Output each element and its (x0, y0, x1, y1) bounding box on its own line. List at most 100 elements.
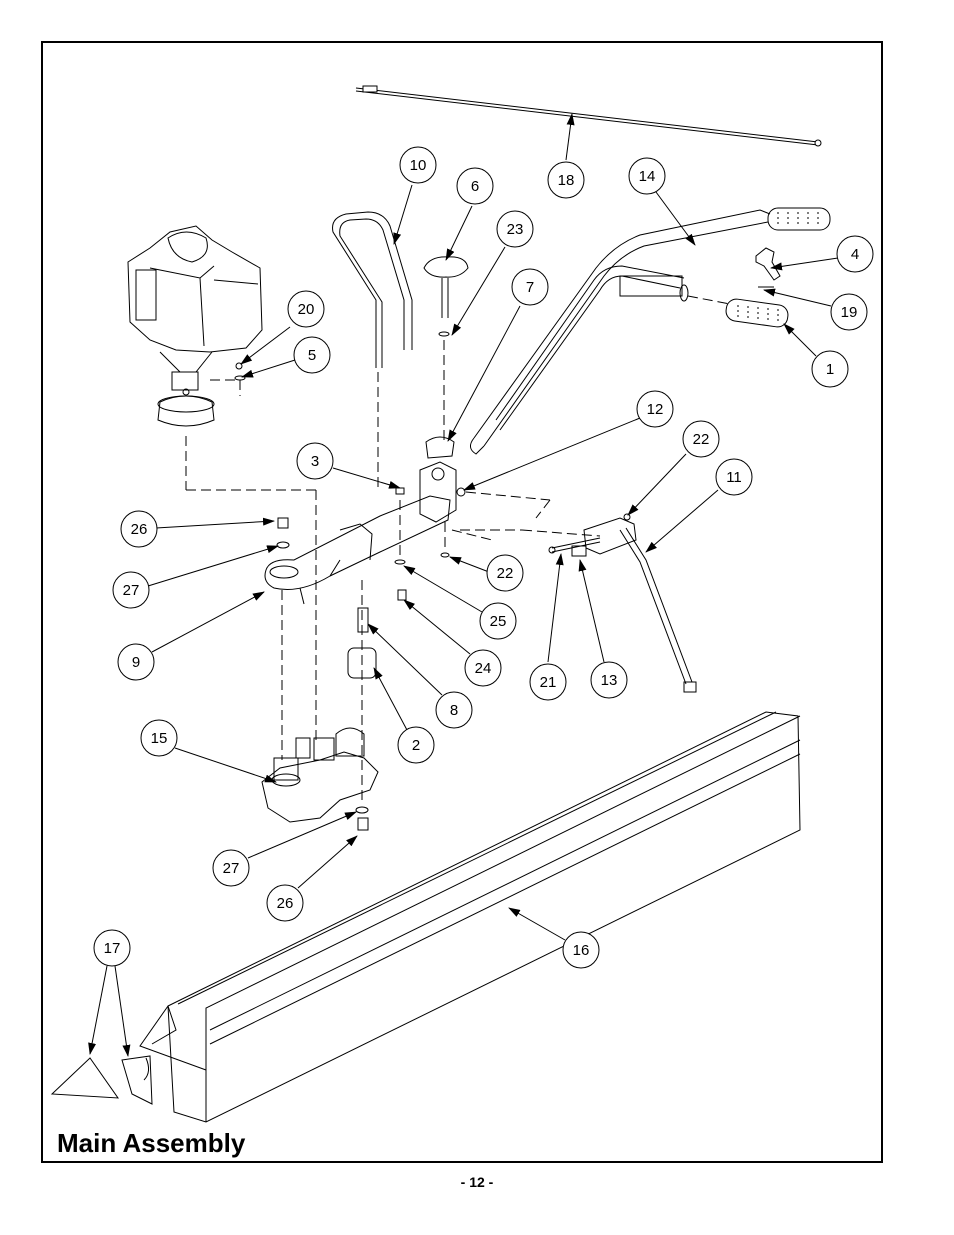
callout-16: 16 (562, 931, 600, 969)
callout-label: 12 (647, 401, 664, 418)
callout-circle (811, 350, 849, 388)
callout-label: 25 (490, 613, 507, 630)
callout-4: 4 (836, 235, 874, 273)
callout-label: 2 (412, 737, 420, 754)
callout-7: 7 (511, 268, 549, 306)
callout-label: 9 (132, 654, 140, 671)
callout-2: 2 (397, 726, 435, 764)
callout-label: 5 (308, 347, 316, 364)
callout-circle (456, 167, 494, 205)
spacer (357, 607, 369, 633)
frame-bracket (264, 495, 451, 605)
callout-circle (836, 235, 874, 273)
page-title: Main Assembly (57, 1128, 246, 1158)
bolt-21 (548, 537, 601, 554)
gear-housing (261, 727, 379, 823)
callout-label: 16 (573, 942, 590, 959)
callout-circle (590, 661, 628, 699)
throttle-cable (355, 85, 822, 147)
callout-3: 3 (296, 442, 334, 480)
callout-label: 14 (639, 168, 656, 185)
callout-label: 13 (601, 672, 618, 689)
callout-10: 10 (399, 146, 437, 184)
callout-label: 15 (151, 730, 168, 747)
callout-label: 20 (298, 301, 315, 318)
bolt-13 (571, 545, 587, 557)
callout-20: 20 (287, 290, 325, 328)
callout-circle (636, 390, 674, 428)
engine (127, 225, 263, 427)
callout-circle (296, 442, 334, 480)
callout-26: 26 (266, 884, 304, 922)
callout-6: 6 (456, 167, 494, 205)
diagram-frame (41, 41, 883, 1163)
callout-circle (212, 849, 250, 887)
callout-circle (830, 293, 868, 331)
callout-circle (486, 554, 524, 592)
callout-circle (397, 726, 435, 764)
main-handle (470, 209, 771, 455)
callout-1: 1 (811, 350, 849, 388)
callout-label: 21 (540, 674, 557, 691)
callout-label: 8 (450, 702, 458, 719)
callout-24: 24 (464, 649, 502, 687)
page-number: - 12 - (460, 1174, 494, 1190)
screed-beam (139, 711, 801, 1123)
fasteners (234, 286, 774, 831)
handle-loop (332, 211, 413, 368)
assembly-lines (185, 295, 731, 800)
callout-26: 26 (120, 510, 158, 548)
callout-23: 23 (496, 210, 534, 248)
callout-18: 18 (547, 161, 585, 199)
callout-11: 11 (715, 458, 753, 496)
callout-circle (140, 719, 178, 757)
callout-circle (511, 268, 549, 306)
callout-27: 27 (212, 849, 250, 887)
callout-circle (266, 884, 304, 922)
callout-label: 22 (693, 431, 710, 448)
callout-label: 18 (558, 172, 575, 189)
callout-label: 4 (851, 246, 859, 263)
callout-circle (399, 146, 437, 184)
callout-9: 9 (117, 643, 155, 681)
callouts: 18 10 6 14 23 4 7 19 20 5 1 12 22 3 11 26 27 22 25 9 24 21 13 8… (93, 146, 874, 969)
callout-label: 24 (475, 660, 492, 677)
callout-label: 27 (223, 860, 240, 877)
throttle-lever (755, 247, 781, 281)
callout-27: 27 (112, 571, 150, 609)
callout-circle (93, 929, 131, 967)
callout-circle (117, 643, 155, 681)
hand-grip-upper (767, 207, 831, 231)
callout-circle (293, 336, 331, 374)
callout-circle (529, 663, 567, 701)
callout-label: 17 (104, 940, 121, 957)
callout-circle (562, 931, 600, 969)
callout-5: 5 (293, 336, 331, 374)
callout-8: 8 (435, 691, 473, 729)
callout-circle (287, 290, 325, 328)
callout-circle (715, 458, 753, 496)
callout-label: 11 (726, 469, 742, 486)
callout-label: 19 (841, 304, 858, 321)
mount-block (419, 436, 457, 523)
end-caps (50, 1055, 153, 1105)
callout-circle (435, 691, 473, 729)
callout-label: 23 (507, 221, 524, 238)
callout-label: 7 (526, 279, 534, 296)
callout-label: 1 (826, 361, 834, 378)
callout-circle (479, 602, 517, 640)
callout-circle (628, 157, 666, 195)
callout-22: 22 (486, 554, 524, 592)
callout-circle (112, 571, 150, 609)
leader-arrows (88, 113, 839, 1057)
callout-21: 21 (529, 663, 567, 701)
callout-circle (120, 510, 158, 548)
callout-label: 26 (131, 521, 148, 538)
callout-label: 10 (410, 157, 427, 174)
knob (423, 256, 469, 318)
callout-circle (464, 649, 502, 687)
callout-13: 13 (590, 661, 628, 699)
callout-label: 27 (123, 582, 140, 599)
callout-circle (496, 210, 534, 248)
